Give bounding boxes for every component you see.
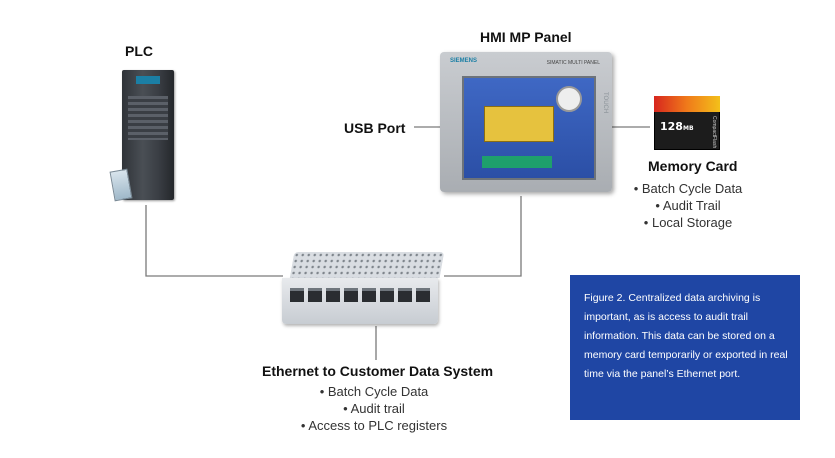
hmi-brand-text: SIEMENS — [450, 58, 478, 64]
memory-card-item: Batch Cycle Data — [620, 180, 756, 197]
ethernet-switch-image — [282, 252, 446, 326]
plc-title: PLC — [125, 43, 153, 59]
memory-card-title: Memory Card — [648, 158, 738, 174]
hmi-title: HMI MP Panel — [480, 29, 572, 45]
memory-card-capacity: 128 — [660, 120, 683, 133]
usb-port-label: USB Port — [344, 120, 406, 136]
memory-card-image: 128MB CompactFlash — [654, 96, 720, 150]
gauge-icon — [556, 86, 582, 112]
ethernet-item: Access to PLC registers — [276, 417, 472, 434]
memory-card-item: Audit Trail — [620, 197, 756, 214]
hmi-side-text: TOUCH — [602, 92, 608, 114]
figure-caption-text: Figure 2. Centralized data archiving is … — [584, 292, 788, 380]
plc-to-switch-line — [145, 205, 283, 277]
memory-card-brand: CompactFlash — [711, 116, 717, 149]
memory-card-item: Local Storage — [620, 214, 756, 231]
memory-card-list: Batch Cycle Data Audit Trail Local Stora… — [620, 180, 756, 231]
ethernet-item: Batch Cycle Data — [276, 383, 472, 400]
ethernet-list: Batch Cycle Data Audit trail Access to P… — [276, 383, 472, 434]
plc-device-image — [109, 70, 174, 202]
hmi-model-text: SIMATIC MULTI PANEL — [546, 60, 600, 66]
ethernet-title: Ethernet to Customer Data System — [262, 363, 494, 379]
hmi-screen — [462, 76, 596, 180]
hmi-panel-image: SIEMENS SIMATIC MULTI PANEL TOUCH — [440, 52, 612, 192]
ethernet-item: Audit trail — [276, 400, 472, 417]
figure-caption-box: Figure 2. Centralized data archiving is … — [570, 275, 800, 420]
hmi-to-switch-line — [444, 196, 522, 277]
memory-card-unit: MB — [682, 125, 694, 132]
